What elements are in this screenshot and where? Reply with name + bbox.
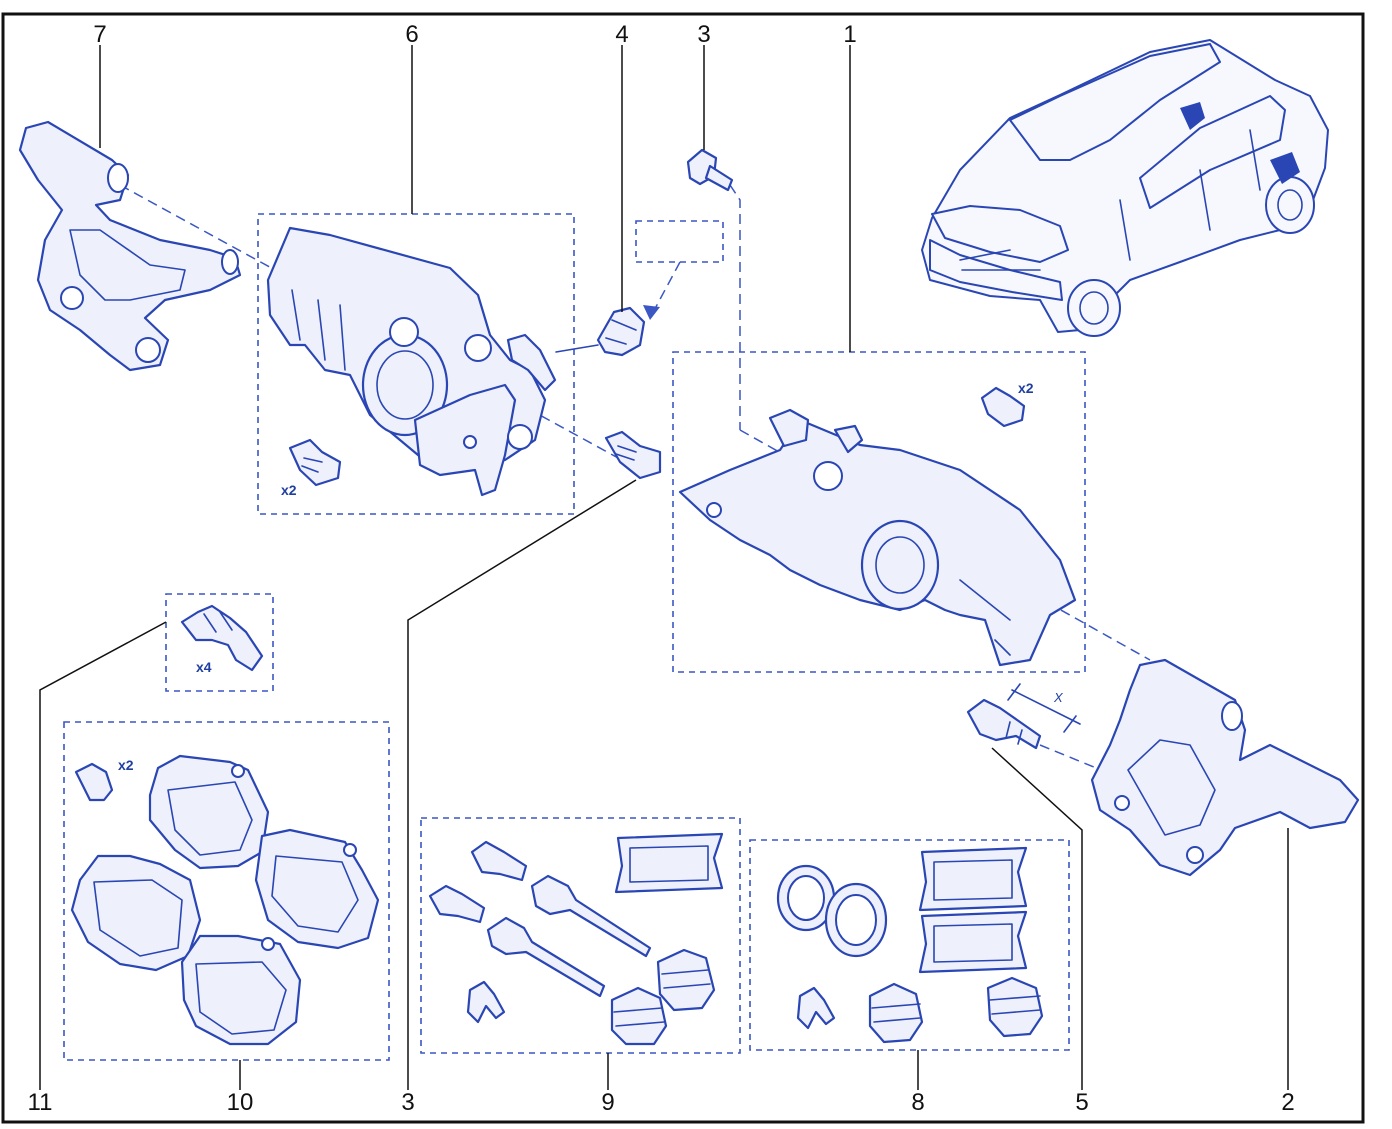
callout-8: 8: [911, 1089, 924, 1116]
seal-kit: [776, 846, 1044, 1044]
guide-pin-kit: [428, 832, 724, 1046]
carrier-bracket-left: [18, 120, 242, 372]
dimension-x: X: [1007, 683, 1081, 733]
group-box-1: [672, 351, 1086, 673]
qty-pad-clip: x4: [196, 659, 212, 675]
caliper-bolt-left: [288, 438, 342, 487]
group-box-4-ref: [635, 220, 724, 263]
leader-5: [991, 747, 1083, 1090]
sensor-arrow-icon: [643, 305, 660, 320]
callout-1: 1: [843, 21, 856, 48]
group-box-8: [749, 839, 1070, 1051]
bolt-lower: [604, 430, 662, 480]
caliper-assembly-right: [678, 408, 1077, 667]
bracket-bolt-right: [980, 386, 1026, 428]
qty-pad-screw: x2: [118, 757, 134, 773]
caliper-assembly-left: [266, 226, 557, 497]
callout-7: 7: [93, 21, 106, 48]
group-box-10: [63, 721, 390, 1061]
leader-11: [39, 621, 167, 1090]
pad-wear-sensor: [555, 306, 646, 357]
vehicle-illustration: [921, 39, 1329, 337]
brake-location-marker-rear-icon: [1270, 152, 1300, 184]
callout-4: 4: [615, 21, 628, 48]
pad-clip: [180, 604, 264, 672]
guide-bolt: [966, 698, 1042, 750]
assembly-axis-right: [739, 429, 1151, 661]
callout-9: 9: [601, 1089, 614, 1116]
callout-6: 6: [405, 21, 418, 48]
qty-caliper-bolt: x2: [281, 482, 297, 498]
callout-3-top: 3: [697, 21, 710, 48]
brake-pad-set: [70, 754, 380, 1046]
bolt-top: [686, 148, 734, 192]
callout-11: 11: [28, 1089, 53, 1116]
qty-bracket-bolt: x2: [1018, 380, 1034, 396]
group-box-9: [420, 817, 741, 1054]
group-box-11: [165, 593, 274, 692]
leader-3-bottom: [407, 479, 637, 1090]
callout-2: 2: [1281, 1089, 1294, 1116]
dimension-label: X: [1053, 690, 1064, 705]
brake-location-marker-icon: [1180, 102, 1205, 130]
assembly-axis-bolt: [729, 184, 741, 430]
callout-10: 10: [227, 1089, 254, 1116]
callout-5: 5: [1075, 1089, 1088, 1116]
carrier-bracket-right: [1090, 658, 1360, 877]
callout-3-bottom: 3: [401, 1089, 414, 1116]
group-box-6: [257, 213, 575, 515]
diagram-frame: [1, 12, 1365, 1124]
